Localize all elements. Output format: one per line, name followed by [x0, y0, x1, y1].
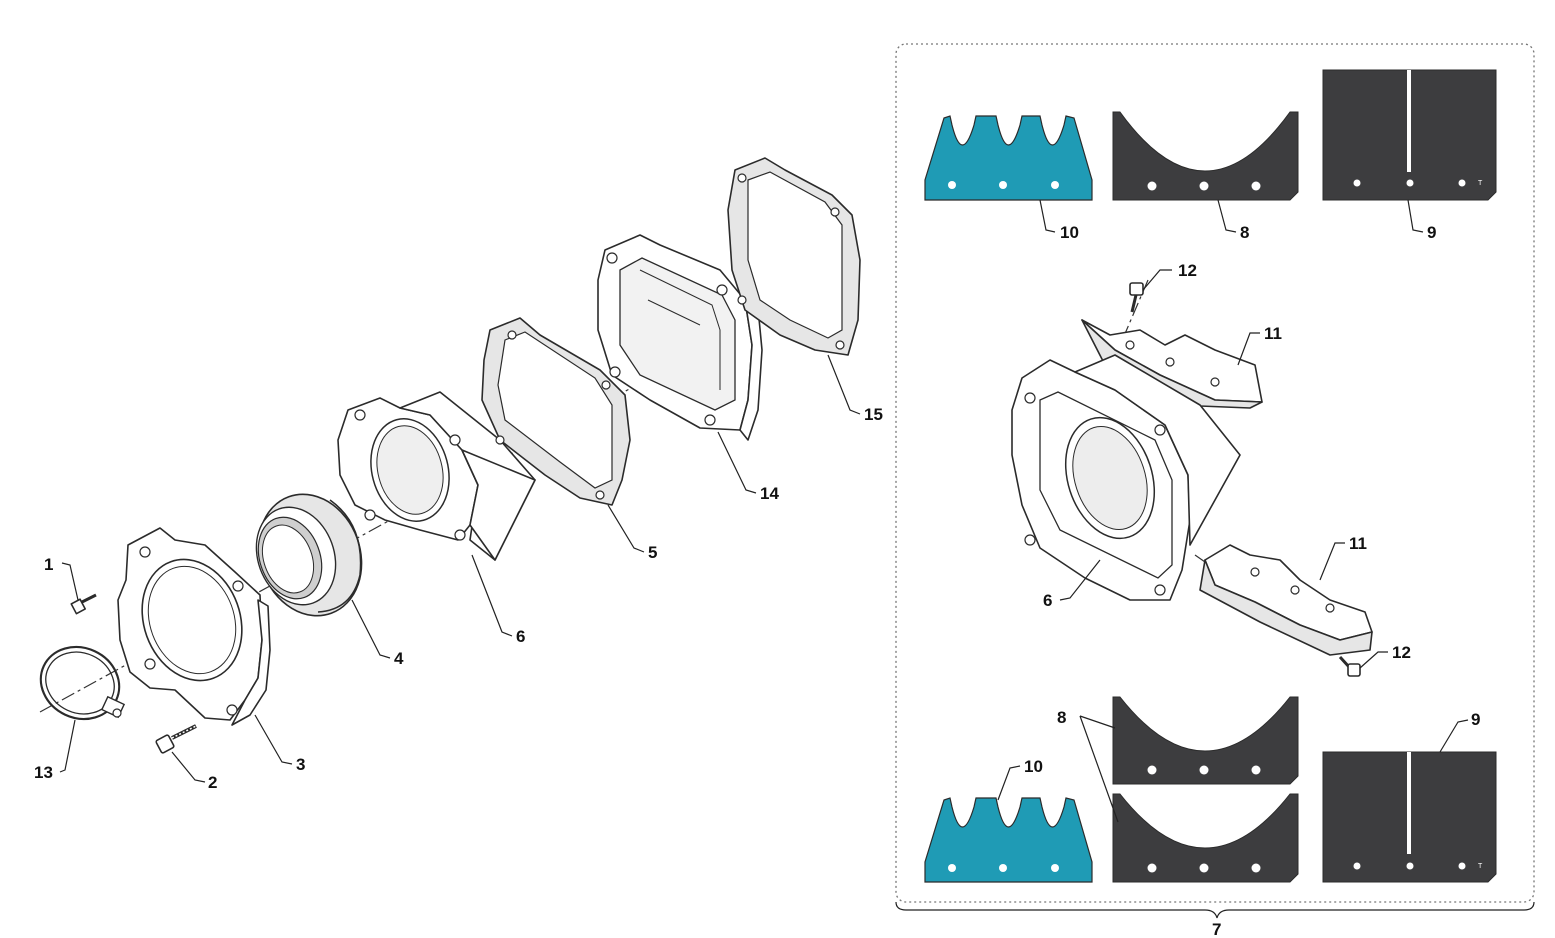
left-assembly: 1 13 2 3 4 6 5 14 15: [34, 157, 883, 792]
kit-callout-12-bottom: 12: [1392, 643, 1411, 662]
reed-petal-8-bottom-a: [1112, 696, 1299, 785]
gasket-15: [727, 157, 861, 356]
callout-13: 13: [34, 763, 53, 782]
svg-text:T: T: [1478, 180, 1483, 187]
leader-k12-top: [1142, 269, 1172, 291]
kit-frame: [895, 43, 1535, 903]
spacer-14: [597, 234, 763, 441]
leader-14: [717, 431, 757, 494]
kit-callout-8-bottom: 8: [1057, 708, 1066, 727]
callout-2: 2: [208, 773, 217, 792]
kit-callout-6: 6: [1043, 591, 1052, 610]
kit-callout-10-top: 10: [1060, 223, 1079, 242]
callout-5: 5: [648, 543, 657, 562]
kit-callout-9-top: 9: [1427, 223, 1436, 242]
reed-9-top: T: [1322, 69, 1497, 201]
leader-13: [59, 719, 76, 773]
screw-2: [155, 724, 197, 754]
reed-block-6-kit: [1011, 354, 1241, 601]
kit-callout-8-top: 8: [1240, 223, 1249, 242]
leader-2: [171, 751, 206, 783]
leader-k8-bot-b: [1079, 715, 1119, 823]
leader-5: [607, 504, 645, 553]
leader-k10-top: [1039, 199, 1056, 233]
leader-k9-top: [1407, 199, 1424, 233]
leader-k8-top: [1217, 199, 1237, 233]
kit-callout-7: 7: [1212, 920, 1221, 938]
kit-bracket: [895, 901, 1535, 919]
callout-6: 6: [516, 627, 525, 646]
reed-kit-panel: T 10 8 9: [895, 43, 1535, 938]
bolt-1: [70, 593, 97, 615]
leader-k10-bot: [997, 765, 1021, 801]
kit-callout-11-bottom: 11: [1349, 534, 1367, 553]
callout-15: 15: [864, 405, 883, 424]
svg-text:T: T: [1478, 863, 1483, 870]
screw-12-top: [1129, 282, 1144, 313]
leader-k11-top: [1237, 332, 1260, 366]
reed-petal-8-top: [1112, 111, 1299, 201]
reed-stopper-10-top: [924, 115, 1093, 201]
callout-1: 1: [44, 555, 53, 574]
hose-clamp-13: [39, 645, 126, 721]
leader-k8-bot-a: [1079, 715, 1116, 729]
reed-stop-plate-11-bottom: [1199, 544, 1373, 656]
callout-3: 3: [296, 755, 305, 774]
flange-3: [117, 527, 271, 726]
leader-6: [471, 554, 513, 637]
leader-3: [254, 714, 293, 765]
callout-4: 4: [394, 649, 404, 668]
reed-block-6: [337, 391, 536, 561]
leader-15: [827, 354, 861, 415]
reed-9-bottom: T: [1322, 751, 1497, 883]
kit-callout-9-bottom: 9: [1471, 710, 1480, 729]
leader-k12-bot: [1359, 651, 1388, 669]
reed-petal-8-bottom-b: [1112, 793, 1299, 883]
callout-14: 14: [760, 484, 779, 503]
gasket-5: [481, 317, 631, 506]
leader-k6: [1059, 559, 1101, 601]
leader-k9-bot: [1439, 719, 1469, 753]
leader-1: [61, 562, 79, 601]
kit-callout-11-top: 11: [1264, 324, 1282, 343]
kit-callout-12-top: 12: [1178, 261, 1197, 280]
screw-12-bottom: [1338, 655, 1361, 677]
kit-callout-10-bottom: 10: [1024, 757, 1043, 776]
leader-4: [351, 599, 391, 659]
reed-stopper-10-bottom: [924, 797, 1093, 883]
leader-k11-bot: [1319, 542, 1345, 581]
intake-boot-4: [255, 493, 363, 617]
